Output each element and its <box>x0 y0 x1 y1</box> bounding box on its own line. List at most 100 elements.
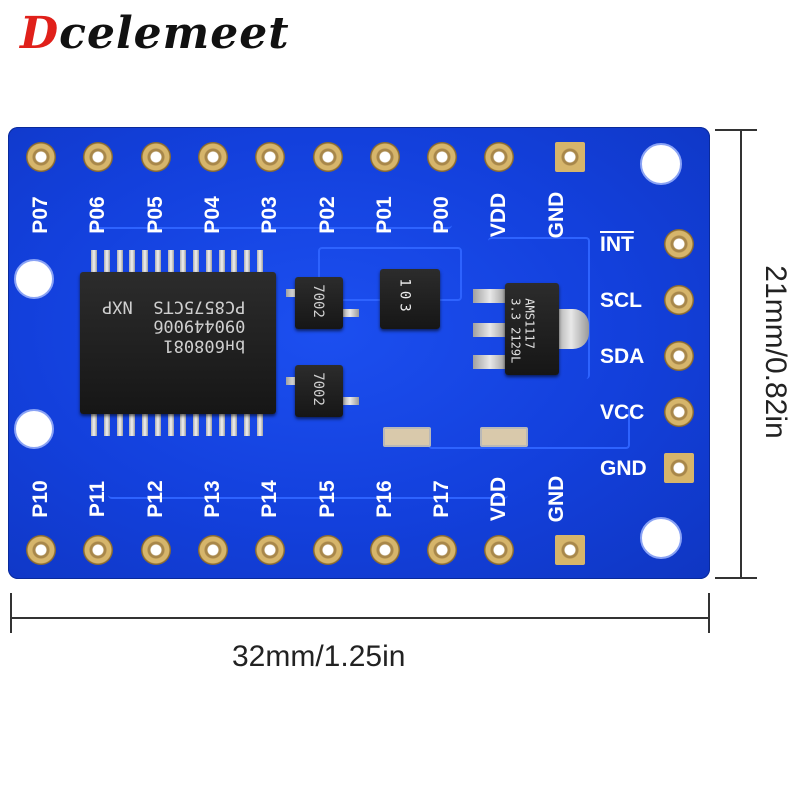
chip-leg <box>91 410 97 436</box>
pin-label-p07: P07 <box>29 196 52 234</box>
pin-pad-p00 <box>427 142 458 172</box>
chip-leg <box>231 250 238 276</box>
pin-label-p13: P13 <box>200 480 224 518</box>
width-dimension-line <box>10 617 710 619</box>
pin-label-vcc: VCC <box>600 401 645 424</box>
pin-label-p14: P14 <box>258 480 282 518</box>
chip-leg <box>205 410 212 436</box>
regulator-leg <box>473 323 507 337</box>
chip-leg <box>193 410 200 436</box>
pin-label-p12: P12 <box>143 480 167 518</box>
transistor-marking: 7002 <box>309 372 326 406</box>
width-dimension-tick <box>708 593 710 633</box>
pin-label-p04: P04 <box>200 196 224 234</box>
transistor-leg <box>341 397 359 405</box>
pin-pad-p16 <box>369 535 400 565</box>
pin-label-p00: P00 <box>430 196 454 234</box>
pin-label-p03: P03 <box>258 196 282 234</box>
pin-pad-p10 <box>26 535 56 565</box>
pin-label-int: INT <box>600 233 634 256</box>
pin-pad-vdd <box>484 142 515 172</box>
chip-leg <box>129 250 136 276</box>
pin-pad-scl <box>664 285 694 315</box>
transistor-leg <box>341 309 359 317</box>
chip-leg <box>103 250 110 276</box>
chip-leg <box>218 250 225 276</box>
regulator-tab <box>553 309 589 349</box>
pin-pad-vcc <box>664 397 694 427</box>
height-dimension-label: 21mm/0.82in <box>759 265 792 439</box>
mounting-hole <box>14 259 54 299</box>
chip-leg <box>142 410 149 436</box>
pin-pad-vdd <box>484 535 515 565</box>
pin-label-gnd: GND <box>600 457 647 480</box>
pin-pad-p03 <box>255 142 286 172</box>
pin-pad-p15 <box>312 535 343 565</box>
pin-label-p17: P17 <box>430 480 454 518</box>
chip-leg <box>167 250 174 276</box>
regulator-marking: AMS1117 3.3 2129L <box>508 298 537 364</box>
height-dimension-tick <box>715 129 757 131</box>
chip-leg <box>180 250 187 276</box>
pin-pad-gnd <box>664 453 694 483</box>
trace <box>488 237 590 379</box>
pin-label-p05: P05 <box>143 196 167 234</box>
pin-label-p10: P10 <box>29 480 52 518</box>
chip-leg <box>116 410 123 436</box>
pin-pad-p13 <box>197 535 228 565</box>
chip-leg <box>205 250 212 276</box>
width-dimension-tick <box>10 593 12 633</box>
voltage-regulator: AMS1117 3.3 2129L <box>505 283 559 375</box>
pin-label-scl: SCL <box>600 289 642 312</box>
transistor-marking: 7002 <box>309 284 326 318</box>
pin-pad-p02 <box>312 142 343 172</box>
chip-legs-bottom <box>91 410 263 436</box>
pin-label-p16: P16 <box>372 480 396 518</box>
pin-label-vdd: VDD <box>487 192 511 238</box>
pin-label-sda: SDA <box>600 345 645 368</box>
trace <box>428 407 630 449</box>
regulator-leg <box>473 289 507 303</box>
pin-pad-p05 <box>140 142 171 172</box>
brand-logo: Dcelemeet <box>20 8 290 59</box>
pin-label-vdd: VDD <box>487 476 511 522</box>
height-dimension-tick <box>715 577 757 579</box>
chip-leg <box>167 410 174 436</box>
chip-leg <box>129 410 136 436</box>
pin-pad-p07 <box>26 142 56 172</box>
mounting-hole <box>640 517 682 559</box>
pin-label-gnd: GND <box>544 191 568 239</box>
pin-pad-gnd <box>554 535 585 565</box>
chip-leg <box>231 410 238 436</box>
pin-pad-sda <box>664 341 694 371</box>
mounting-hole <box>14 409 54 449</box>
height-dimension-line <box>740 130 742 578</box>
chip-leg <box>244 250 251 276</box>
chip-leg <box>116 250 123 276</box>
chip-leg <box>142 250 149 276</box>
mounting-hole <box>640 143 682 185</box>
chip-leg <box>256 250 263 276</box>
capacitor <box>480 427 528 447</box>
io-expander-chip: bн608081 09044900б PC8575CTS NXP <box>80 272 276 414</box>
transistor-q2: 7002 <box>295 365 343 417</box>
chip-leg <box>256 410 263 436</box>
trace <box>92 172 452 229</box>
transistor-q1: 7002 <box>295 277 343 329</box>
pin-pad-gnd <box>554 142 585 172</box>
pin-pad-p17 <box>427 535 458 565</box>
pin-pad-p06 <box>83 142 114 172</box>
chip-leg <box>180 410 187 436</box>
pin-label-gnd: GND <box>544 475 568 523</box>
regulator-leg <box>473 355 507 369</box>
resistor-array-marking: 103 <box>396 278 413 316</box>
pin-pad-p14 <box>255 535 286 565</box>
chip-leg <box>91 250 97 276</box>
trace <box>108 427 508 499</box>
chip-leg <box>154 250 161 276</box>
width-dimension-label: 32mm/1.25in <box>232 640 406 673</box>
chip-leg <box>103 410 110 436</box>
chip-leg <box>193 250 200 276</box>
pin-label-p15: P15 <box>315 480 339 518</box>
pin-label-p06: P06 <box>86 196 110 234</box>
